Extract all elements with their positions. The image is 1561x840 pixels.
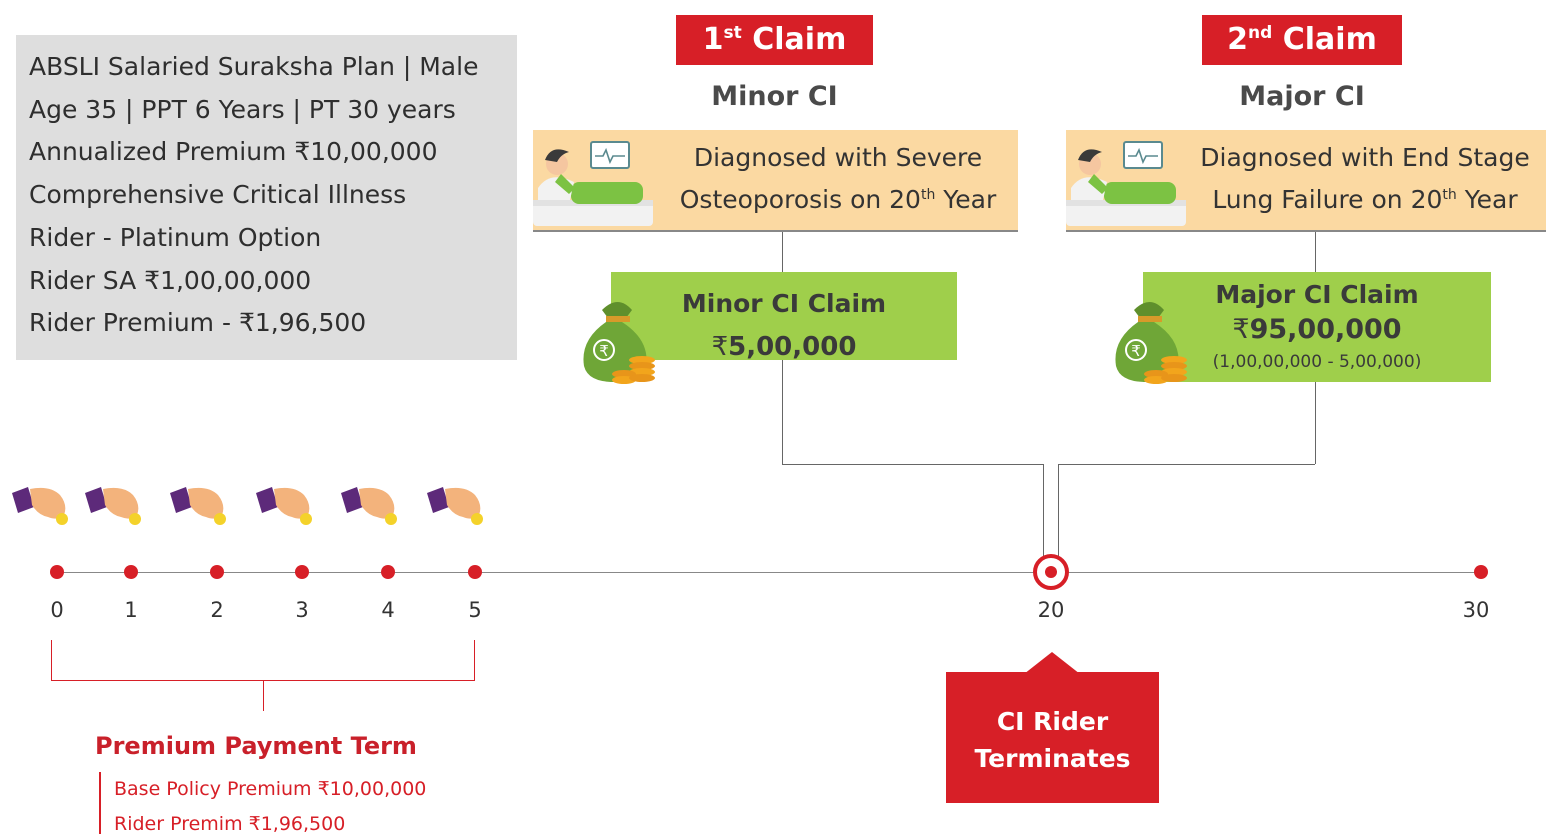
timeline-dot [295,565,309,579]
ppt-bracket [263,681,264,711]
timeline-dot [468,565,482,579]
ppt-bracket [51,680,475,681]
hand-paying-coin-icon [170,487,226,525]
plan-details-line: Rider Premium - ₹1,96,500 [29,308,367,337]
second-claim-type: Major CI [1239,81,1365,112]
patient-in-bed-icon [1066,141,1186,226]
money-bag-coins-icon: ₹ [1115,302,1187,384]
second-claim-amount-title: Major CI Claim [1215,280,1419,309]
first-diagnosis-line2: Osteoporosis on 20th Year [679,185,997,214]
timeline-dot [124,565,138,579]
timeline-dot [381,565,395,579]
connector-line [1315,382,1316,464]
second-claim-amount-note: (1,00,00,000 - 5,00,000) [1212,352,1422,372]
plan-details-line: ABSLI Salaried Suraksha Plan | Male [29,52,479,81]
plan-details-box: ABSLI Salaried Suraksha Plan | Male Age … [16,35,517,360]
timeline-tick-label: 1 [124,598,138,622]
ppt-divider [99,772,101,834]
plan-details-line: Age 35 | PPT 6 Years | PT 30 years [29,95,456,124]
timeline-tick-label: 3 [295,598,309,622]
second-claim-amount: ₹95,00,000 [1232,314,1402,345]
ppt-base-premium: Base Policy Premium ₹10,00,000 [114,778,427,800]
hand-paying-coin-icon [85,487,141,525]
first-diagnosis-box: Diagnosed with Severe Osteoporosis on 20… [533,130,1018,232]
first-claim-amount-box: Minor CI Claim ₹5,00,000 [611,272,957,362]
hand-paying-coin-icon [341,487,397,525]
timeline-dot [1474,565,1488,579]
terminate-line2: Terminates [974,744,1131,773]
timeline-dot [50,565,64,579]
plan-details-line: Annualized Premium ₹10,00,000 [29,137,438,166]
plan-details-line: Rider - Platinum Option [29,223,322,252]
timeline-tick-label: 5 [468,598,482,622]
highlighted-year-marker [1033,554,1069,590]
connector-line [782,360,783,464]
timeline-tick-label: 0 [50,598,64,622]
first-claim-amount: ₹5,00,000 [711,332,857,362]
first-claim-amount-title: Minor CI Claim [681,289,887,318]
first-claim-type: Minor CI [711,81,838,112]
connector-line [782,464,1044,465]
connector-line [782,232,783,272]
timeline-tick-label: 4 [381,598,395,622]
connector-line [1315,232,1316,272]
patient-in-bed-icon [533,141,653,226]
timeline-tick-label: 2 [210,598,224,622]
second-diagnosis-box: Diagnosed with End Stage Lung Failure on… [1066,130,1546,232]
money-bag-coins-icon: ₹ [583,302,655,384]
svg-text:₹: ₹ [599,342,609,360]
hand-paying-coin-icon [256,487,312,525]
timeline-axis [57,572,1482,573]
ppt-title: Premium Payment Term [95,732,417,760]
hand-paying-coin-icon [427,487,483,525]
connector-line [1058,464,1059,564]
plan-details-line: Comprehensive Critical Illness [29,180,407,209]
terminate-line1: CI Rider [996,707,1109,736]
first-claim-badge: 1st Claim [676,15,873,65]
timeline-tick-label: 30 [1462,598,1490,622]
ppt-bracket [474,640,475,680]
connector-line [1043,464,1044,564]
second-diagnosis-line1: Diagnosed with End Stage [1200,143,1530,172]
hand-paying-coin-icon [12,487,68,525]
terminate-pointer [1024,652,1080,674]
svg-text:₹: ₹ [1131,342,1141,360]
plan-details-line: Rider SA ₹1,00,00,000 [29,266,312,295]
ci-rider-terminates-box: CI Rider Terminates [946,672,1159,803]
second-claim-badge: 2nd Claim [1202,15,1402,65]
connector-line [1058,464,1315,465]
ppt-bracket [51,640,52,680]
second-claim-amount-box: Major CI Claim ₹95,00,000 (1,00,00,000 -… [1143,272,1491,382]
second-diagnosis-line2: Lung Failure on 20th Year [1212,185,1518,214]
ppt-rider-premium: Rider Premim ₹1,96,500 [114,813,346,835]
timeline-tick-label: 20 [1037,598,1065,622]
timeline-dot [210,565,224,579]
first-diagnosis-line1: Diagnosed with Severe [693,143,983,172]
